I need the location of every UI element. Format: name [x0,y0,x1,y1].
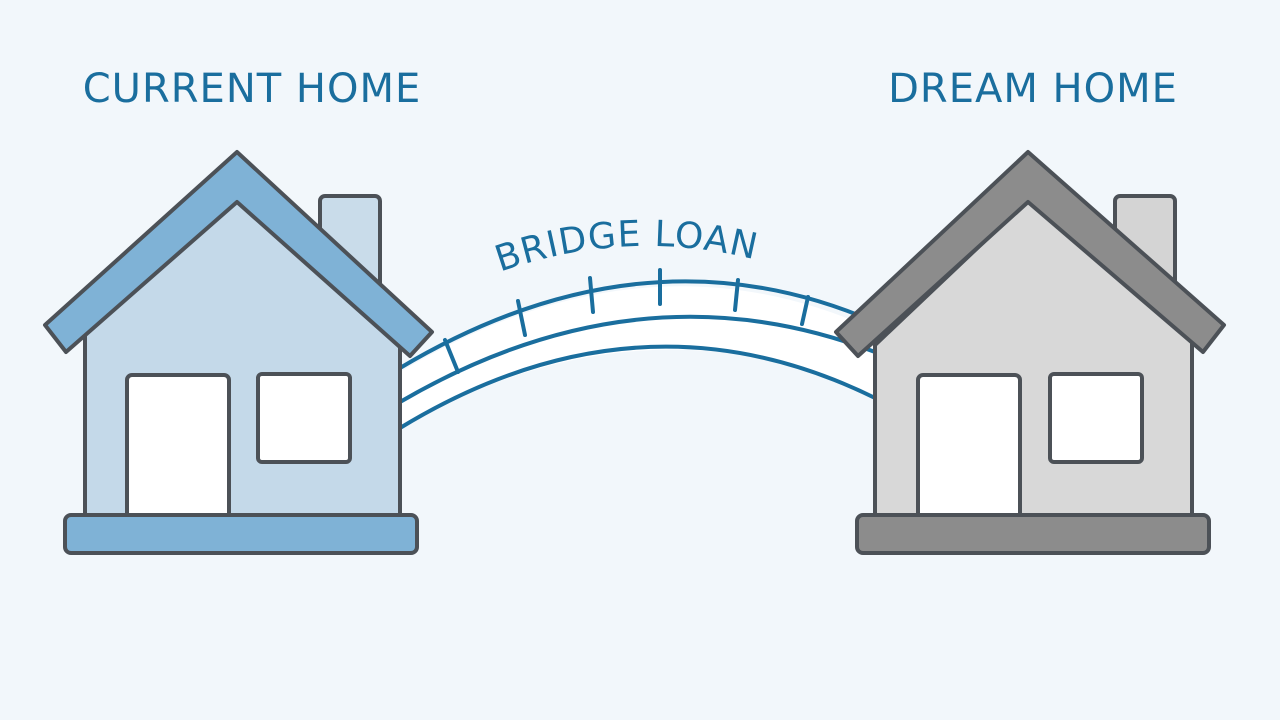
dream-home-house [834,150,1226,555]
dream-home-label: DREAM HOME [888,66,1178,112]
bridge-plank [800,295,810,326]
current-home-base [63,513,419,555]
dream-home-base [855,513,1211,555]
current-home-roof [43,150,434,358]
dream-home-door [916,373,1022,522]
bridge-plank [443,338,460,374]
current-home-window [256,372,352,464]
bridge [398,268,877,430]
bridge-lower-arch [398,344,877,430]
current-home-label: CURRENT HOME [83,66,421,112]
bridge-middle-rail [398,314,877,404]
bridge-plank [588,276,595,314]
dream-home-window [1048,372,1144,464]
bridge-plank [733,278,740,312]
bridge-top-rail [398,279,877,370]
bridge-loan-label-path: BRIDGE LOAN [490,214,761,281]
dream-home-roof [834,150,1226,358]
current-home-house [43,150,434,555]
bridge-plank [516,299,527,337]
bridge-planks [443,268,810,374]
current-home-door [125,373,231,522]
bridge-loan-label: BRIDGE LOAN [490,214,762,281]
